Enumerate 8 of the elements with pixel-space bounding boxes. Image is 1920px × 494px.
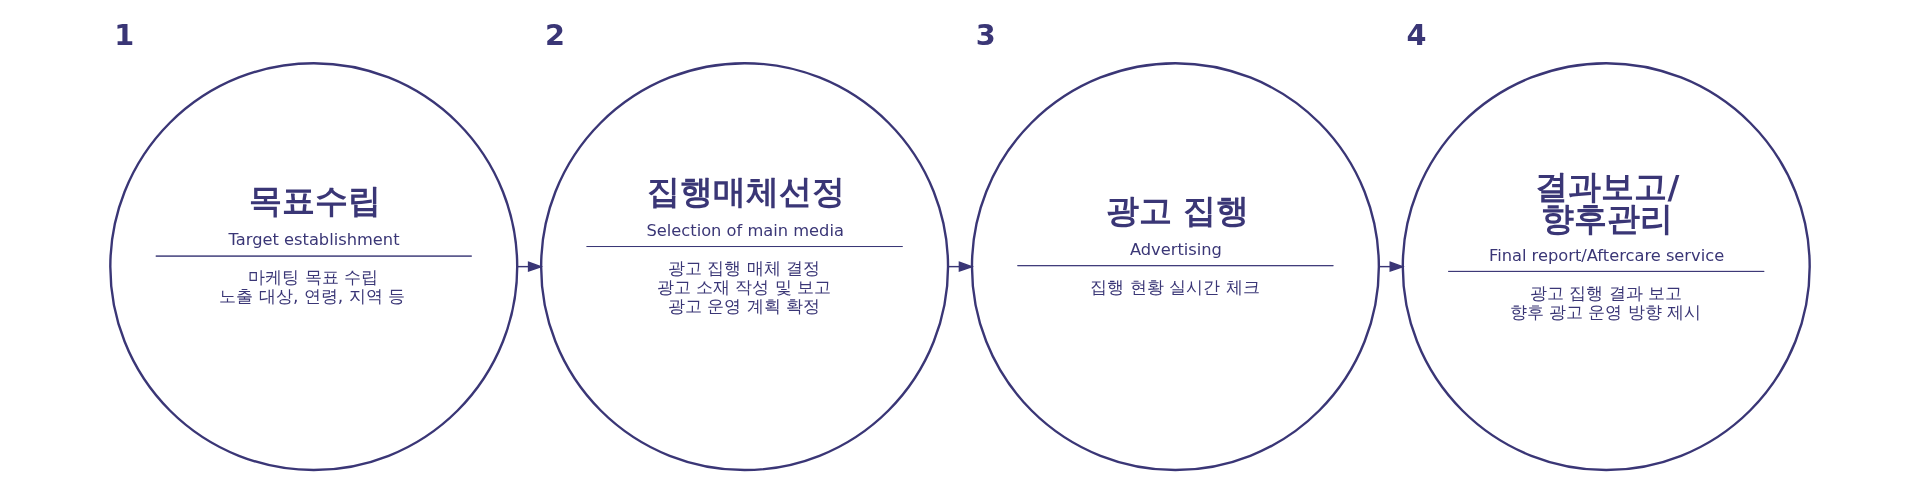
- node-label: 2: [544, 18, 565, 53]
- node-circle: 목표수립 Target establishment 마케팅 목표 수립 노출 대상, 연령, 지역 등: [109, 62, 519, 472]
- node-label: 1: [114, 18, 135, 53]
- node-circle: 광고 집행 Advertising 집행 현황 실시간 체크: [970, 62, 1381, 472]
- node-circle: 결과보고/ 향후관리 Final report/Aftercare service 광고 집행 결과 보고 향후 광고 운영 방향 제시: [1401, 62, 1811, 472]
- node-circle: 집행매체선정 Selection of main media 광고 집행 매체 결정 광고 소재 작성 및 보고 광고 운영 계획 확정: [539, 62, 950, 472]
- node-label: 3: [975, 18, 996, 53]
- node-label: 4: [1406, 18, 1427, 53]
